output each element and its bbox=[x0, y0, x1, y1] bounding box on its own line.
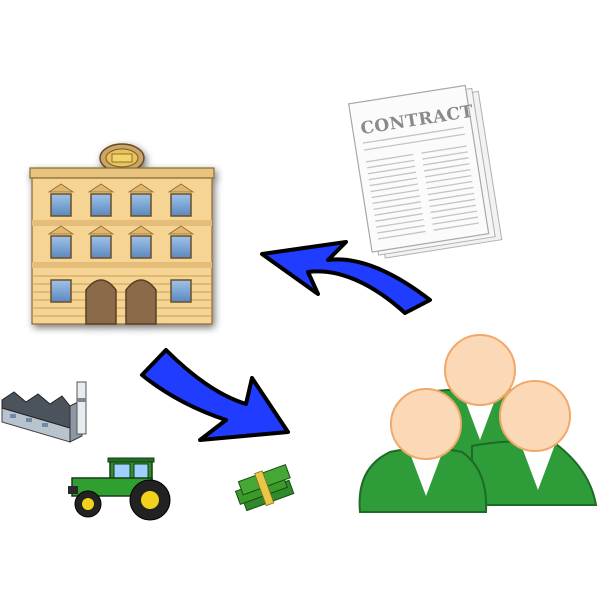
tractor-icon bbox=[68, 457, 171, 521]
people-group-icon bbox=[358, 334, 598, 513]
factory-icon bbox=[1, 381, 87, 443]
money-stack-icon bbox=[234, 463, 295, 512]
person-front bbox=[358, 388, 488, 513]
person-right bbox=[471, 380, 598, 506]
building-crest bbox=[99, 143, 145, 173]
arrow-down-right-icon bbox=[140, 348, 290, 442]
window-row-top bbox=[47, 183, 195, 217]
ground-floor bbox=[50, 279, 192, 325]
arrow-up-left-icon bbox=[260, 240, 432, 315]
bank-building-icon bbox=[29, 143, 215, 325]
contract-document-icon: CONTRACT bbox=[347, 84, 503, 259]
window-row-middle bbox=[47, 225, 195, 259]
